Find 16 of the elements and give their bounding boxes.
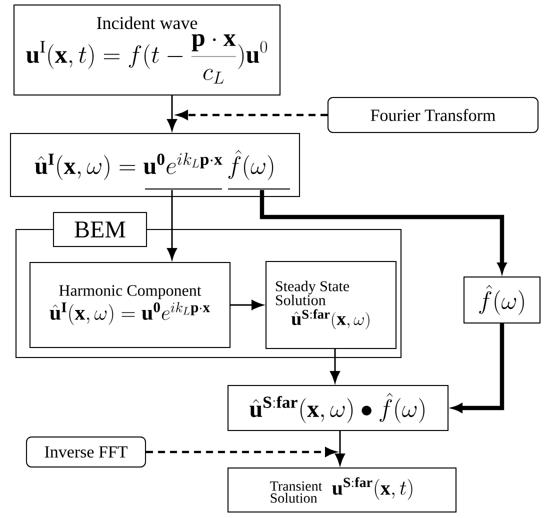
process-box: Transient Solution $\mathbf{u}^{\mathbf{S:far}}(\mathbf{x},t)$ (228, 468, 456, 512)
process-box: Steady State Solution $\hat{\mathbf{u}}^{\mathbf{S:far}}(\mathbf{x},\omega)$ (266, 261, 396, 349)
rounded-box: Fourier Transform (328, 97, 538, 133)
process-box: Incident wave $\mathbf{u}^{\mathrm{I}}(\mathbf{x},t)=f(t-\frac{\mathbf{p}\cdot\mathbf{x}}{c_L})\mathbf{u}^{0}$ (14, 4, 280, 96)
process-box: Harmonic Component $\hat{\mathbf{u}}^{\mathbf{I}}(\mathbf{x},\omega)=\mathbf{u}^{\mathbf{0}}e^{ik_L\mathbf{p}\cdot\mathbf{x}}$ (30, 262, 230, 348)
process-box: $\hat{\mathbf{u}}^{\mathbf{S:far}}(\mathbf{x},\omega)\bullet\hat{f}(\omega)$ (228, 385, 448, 431)
arrow (230, 300, 264, 310)
process-box: $\hat{f}(\omega)$ (464, 276, 540, 324)
arrow (330, 349, 340, 383)
arrow (335, 431, 345, 466)
arrow (146, 447, 336, 457)
arrow (167, 190, 177, 260)
process-box: $\hat{\mathbf{u}}^{\mathbf{I}}(\mathbf{x},\omega)=\mathbf{u}^{\mathbf{0}}e^{ik_L\mathbf{p}\cdot\mathbf{x}}\,\hat{f}(\omega)$ (10, 133, 300, 197)
arrow (167, 96, 177, 131)
arrow (177, 110, 328, 120)
rounded-box: Inverse FFT (26, 436, 146, 468)
